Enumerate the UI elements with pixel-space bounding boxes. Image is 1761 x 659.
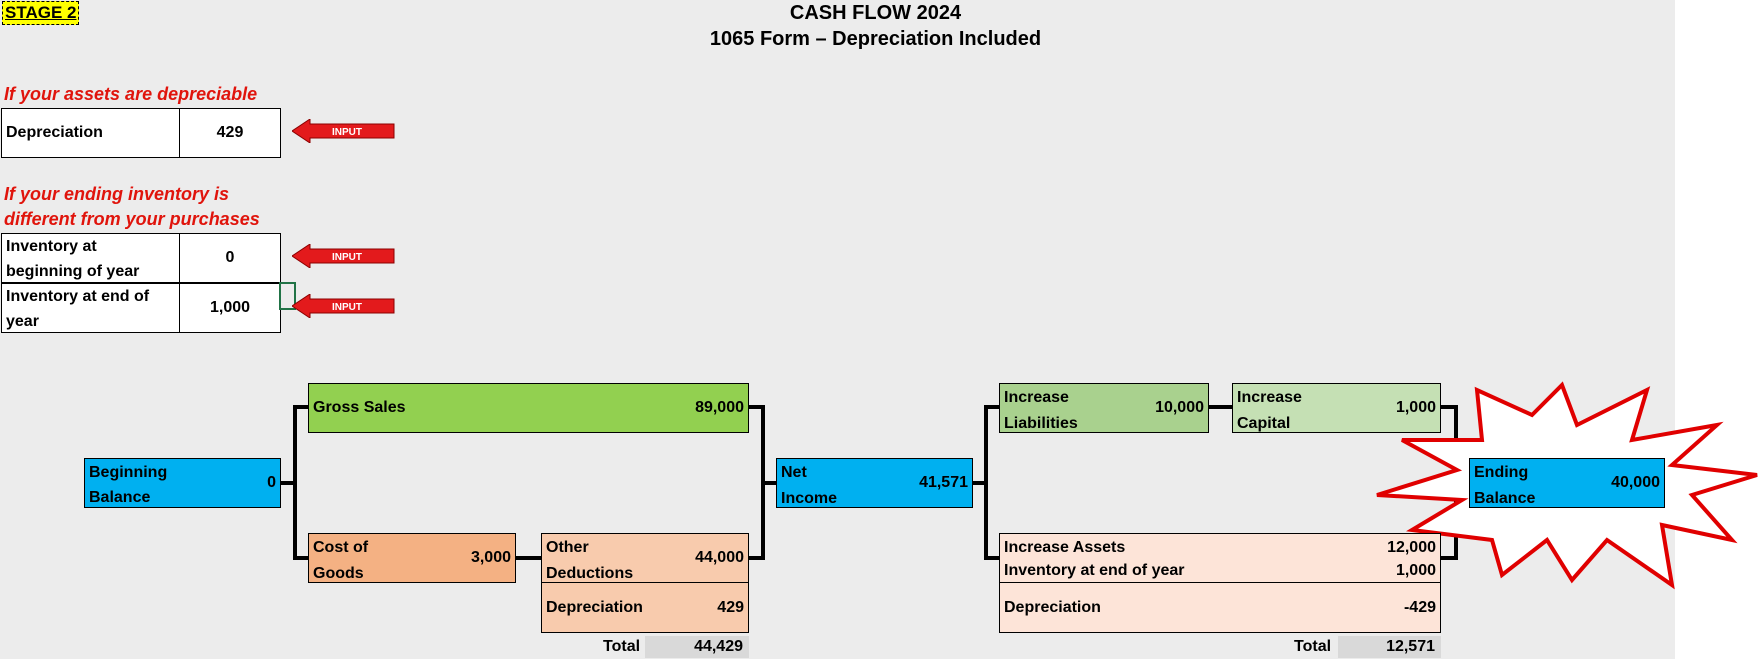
depreciation-input-label: Depreciation <box>1 108 180 158</box>
inventory-begin-label-line2: beginning of year <box>6 263 140 280</box>
net-income-label-line1: Net <box>781 464 807 481</box>
increase-assets-label: Increase Assets <box>1004 539 1126 556</box>
input-arrow-text: INPUT <box>332 252 362 263</box>
total-left-value: 44,429 <box>645 636 749 658</box>
input-arrow-icon: INPUT <box>292 119 395 143</box>
depreciation-left-value: 429 <box>717 598 744 616</box>
increase-capital-label-line2: Capital <box>1237 415 1291 432</box>
net-income-box: Net Income 41,571 <box>776 458 973 508</box>
input-arrow-icon: INPUT <box>292 294 395 318</box>
gross-sales-box: Gross Sales 89,000 <box>308 383 749 433</box>
increase-liabilities-value: 10,000 <box>1155 399 1204 416</box>
inventory-end-label-line1: Inventory at end of <box>6 288 150 305</box>
cost-of-goods-label-line1: Cost of <box>313 539 369 556</box>
increase-capital-box: Increase Capital 1,000 <box>1232 383 1441 433</box>
beginning-balance-label-line1: Beginning <box>89 464 168 481</box>
inventory-end-input-cell[interactable]: 1,000 <box>179 283 281 333</box>
cost-of-goods-label-line2: Goods <box>313 565 364 582</box>
beginning-balance-value: 0 <box>267 474 276 491</box>
net-income-value: 41,571 <box>919 474 968 491</box>
inventory-begin-input-cell[interactable]: 0 <box>179 233 281 283</box>
other-deductions-label-line1: Other <box>546 539 589 556</box>
total-left-label: Total <box>603 638 641 655</box>
inventory-begin-label: Inventory at beginning of year <box>1 233 180 283</box>
depreciation-left-label: Depreciation <box>546 598 643 616</box>
ending-balance-box: Ending Balance 40,000 <box>1469 458 1665 508</box>
total-right-value: 12,571 <box>1338 636 1441 658</box>
gross-sales-value: 89,000 <box>695 399 744 416</box>
increase-assets-value: 12,000 <box>1387 539 1436 556</box>
depreciation-right-label: Depreciation <box>1004 598 1101 616</box>
inventory-end-label: Inventory at end of year <box>1 283 180 333</box>
cost-of-goods-box: Cost of Goods 3,000 <box>308 533 516 583</box>
increase-liabilities-label-line2: Liabilities <box>1004 415 1078 432</box>
depreciation-right-value: -429 <box>1403 598 1436 616</box>
beginning-balance-label-line2: Balance <box>89 489 151 506</box>
inventory-end-label-line2: year <box>6 313 39 330</box>
ending-balance-label-line2: Balance <box>1474 490 1536 507</box>
input-arrow-icon: INPUT <box>292 244 395 268</box>
increase-capital-value: 1,000 <box>1395 399 1436 416</box>
gross-sales-label: Gross Sales <box>313 399 406 416</box>
increase-liabilities-label-line1: Increase <box>1004 389 1069 406</box>
other-deductions-box: Other Deductions 44,000 <box>541 533 749 583</box>
page-title: CASH FLOW 2024 <box>789 2 962 24</box>
ending-balance-label-line1: Ending <box>1474 464 1529 481</box>
depreciation-input-cell[interactable]: 429 <box>179 108 281 158</box>
increase-capital-label-line1: Increase <box>1237 389 1302 406</box>
inventory-end-of-year-label: Inventory at end of year <box>1004 562 1185 579</box>
stage-label: STAGE 2 <box>2 1 80 25</box>
note-depreciable: If your assets are depreciable <box>4 84 258 104</box>
increase-liabilities-box: Increase Liabilities 10,000 <box>999 383 1209 433</box>
cost-of-goods-value: 3,000 <box>470 549 511 566</box>
inventory-begin-label-line1: Inventory at <box>6 238 97 255</box>
net-income-label-line2: Income <box>781 490 838 507</box>
note-inventory-line2: different from your purchases <box>4 209 260 229</box>
other-deductions-value: 44,000 <box>695 549 744 566</box>
input-arrow-text: INPUT <box>332 302 362 313</box>
depreciation-left-box: Depreciation 429 <box>541 582 749 633</box>
other-deductions-label-line2: Deductions <box>546 565 634 582</box>
cell-selection-indicator <box>279 282 296 310</box>
depreciation-right-box: Depreciation -429 <box>999 582 1441 633</box>
total-right-label: Total <box>1294 638 1332 655</box>
note-inventory-line1: If your ending inventory is <box>4 184 230 204</box>
page-subtitle: 1065 Form – Depreciation Included <box>709 28 1042 50</box>
beginning-balance-box: Beginning Balance 0 <box>84 458 281 508</box>
input-arrow-text: INPUT <box>332 127 362 138</box>
increase-assets-box: Increase Assets 12,000 Inventory at end … <box>999 533 1441 583</box>
inventory-end-of-year-value: 1,000 <box>1395 562 1436 579</box>
ending-balance-value: 40,000 <box>1611 474 1660 491</box>
